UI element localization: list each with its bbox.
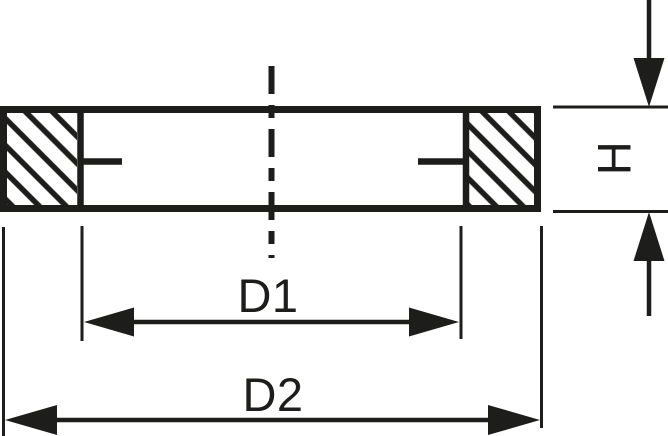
d1-arrow-right-icon <box>409 307 459 337</box>
h-arrow-up-icon <box>633 212 665 261</box>
dimension-d1: D1 <box>80 226 463 341</box>
d1-label: D1 <box>237 269 298 322</box>
dimension-h: H <box>553 0 668 316</box>
section-hatch-right <box>469 113 534 206</box>
h-label: H <box>588 141 641 175</box>
d1-arrow-left-icon <box>84 307 134 337</box>
h-arrow-down-icon <box>633 58 665 107</box>
d2-label: D2 <box>242 368 303 421</box>
d2-arrow-left-icon <box>5 405 57 435</box>
dimension-d2: D2 <box>2 226 543 436</box>
d2-arrow-right-icon <box>488 405 540 435</box>
section-hatch-left <box>7 113 77 206</box>
